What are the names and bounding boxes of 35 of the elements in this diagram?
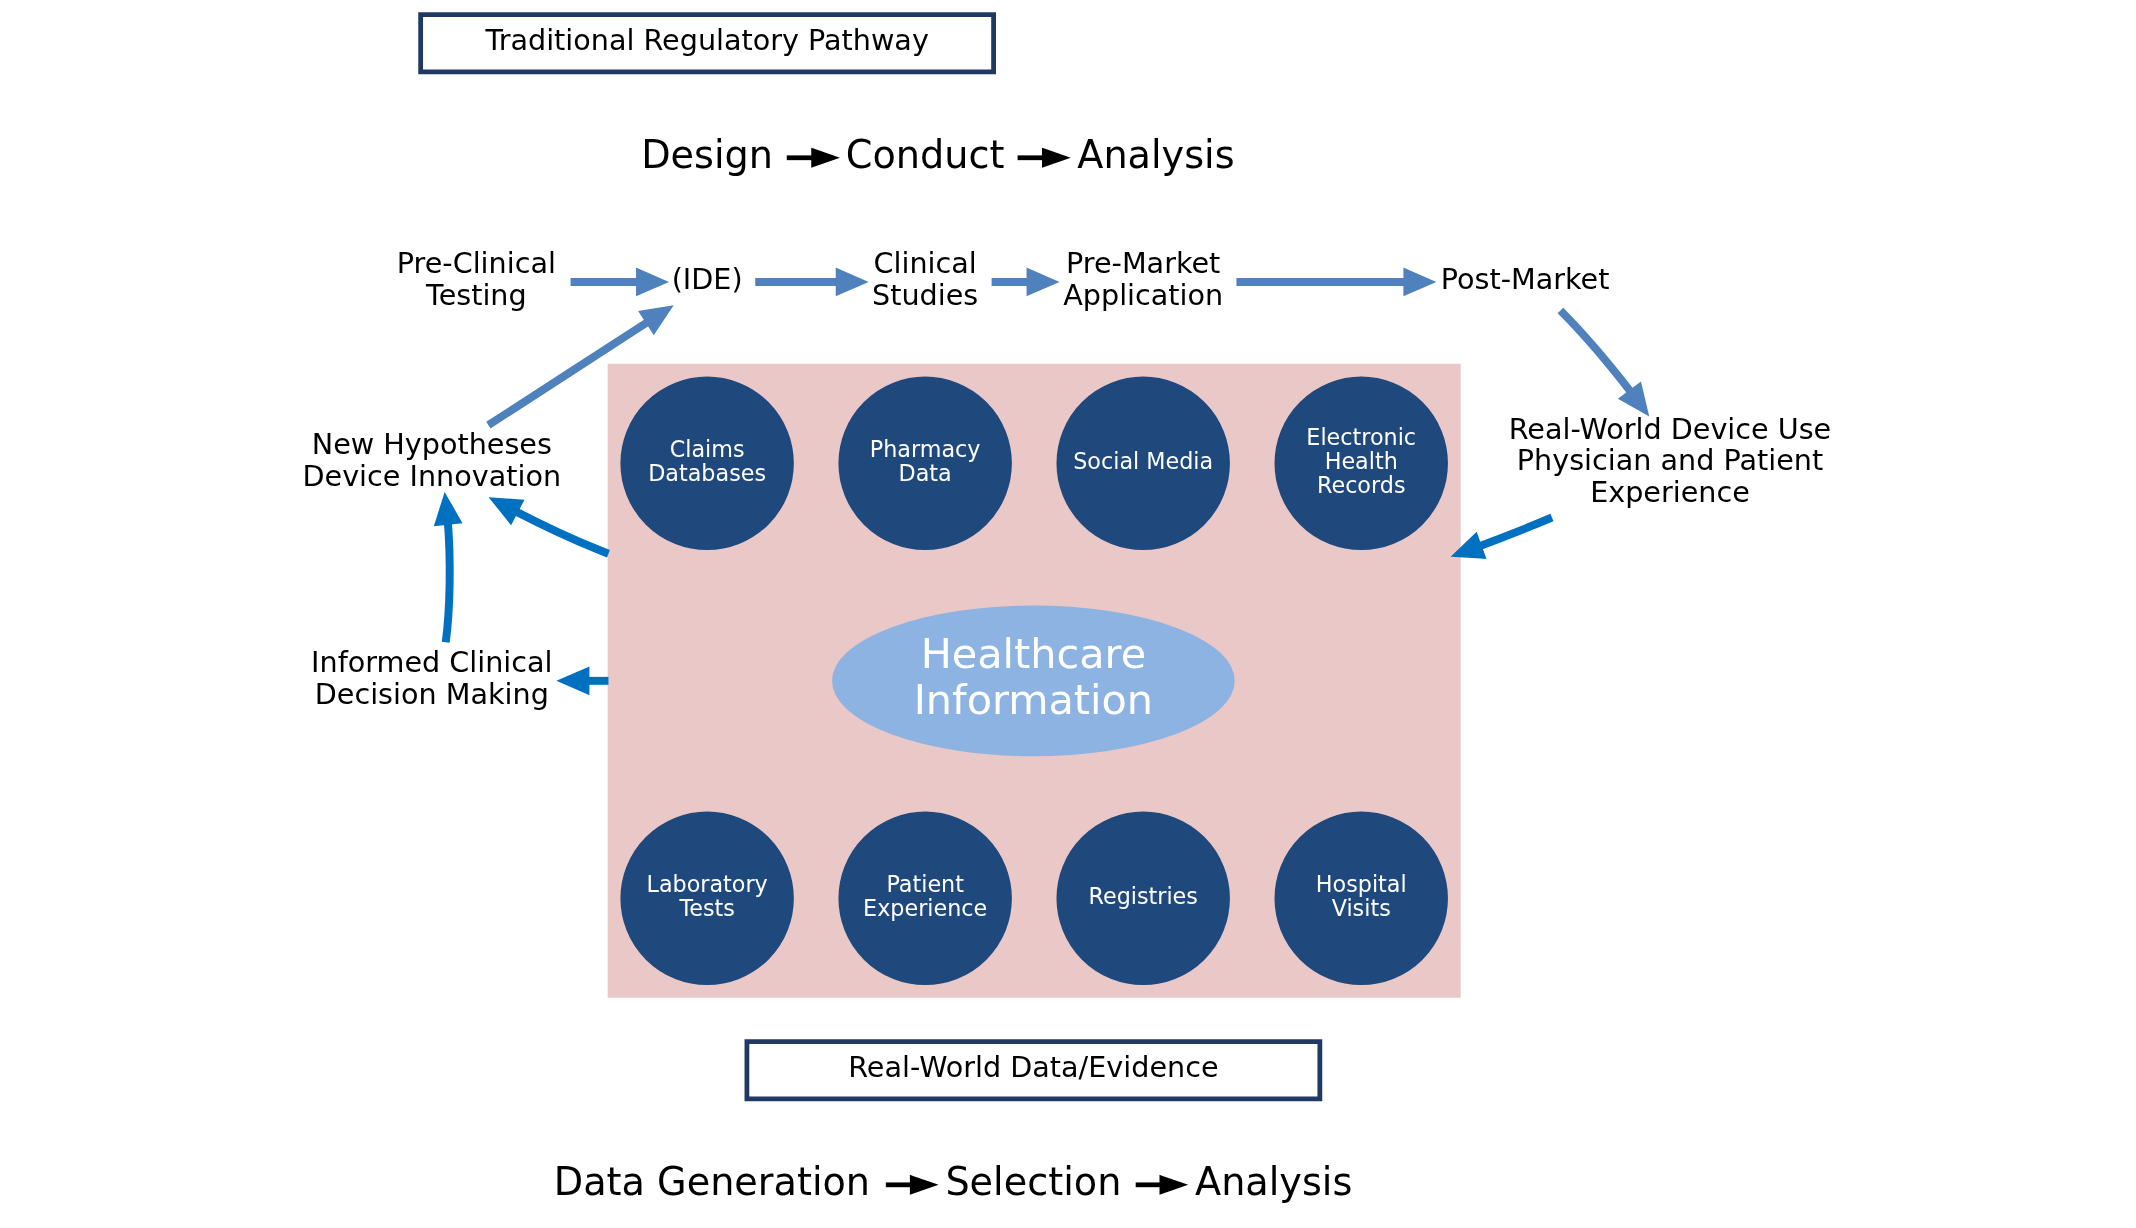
node-circle: Registries	[1056, 811, 1230, 986]
cluster	[607, 363, 1461, 998]
node-circle: Social Media	[1056, 376, 1230, 551]
node-text: Analysis	[1077, 132, 1235, 177]
arrow	[786, 147, 840, 168]
arrow	[486, 305, 674, 429]
node-circle: Electronic Health Records	[1274, 376, 1448, 551]
node-text: Pre-Clinical Testing	[396, 245, 556, 312]
node-circle: Laboratory Tests	[620, 811, 794, 986]
node-circle: Claims Databases	[620, 376, 794, 551]
node-text: New Hypotheses Device Innovation	[302, 427, 562, 494]
arrow	[1017, 147, 1071, 168]
node-circle: Patient Experience	[838, 811, 1012, 986]
node-text: Clinical Studies	[872, 245, 979, 312]
node-text: Pre-Market Application	[1063, 245, 1224, 312]
arrow	[885, 1174, 939, 1195]
node-text: Data Generation	[553, 1159, 871, 1204]
node-text: Conduct	[845, 132, 1005, 177]
node-ellipse: Healthcare Information	[832, 605, 1235, 757]
arrow	[1450, 513, 1554, 559]
node-text: Real-World Device Use Physician and Patient Experience	[1508, 411, 1832, 510]
node-text: Selection	[945, 1159, 1122, 1204]
node-text: Design	[641, 132, 774, 177]
arrow	[488, 497, 610, 558]
arrow	[1135, 1174, 1189, 1195]
node-text: Informed Clinical Decision Making	[311, 644, 553, 711]
node-text: (IDE)	[671, 261, 743, 296]
node-circle: Pharmacy Data	[838, 376, 1012, 551]
node-text: Post-Market	[1440, 261, 1610, 296]
arrow	[556, 666, 609, 696]
node-circle: Hospital Visits	[1274, 811, 1448, 986]
node-text: Analysis	[1195, 1159, 1353, 1204]
arrow	[1557, 307, 1650, 417]
node-box: Traditional Regulatory Pathway	[418, 12, 996, 75]
node-box: Real-World Data/Evidence	[744, 1039, 1323, 1102]
